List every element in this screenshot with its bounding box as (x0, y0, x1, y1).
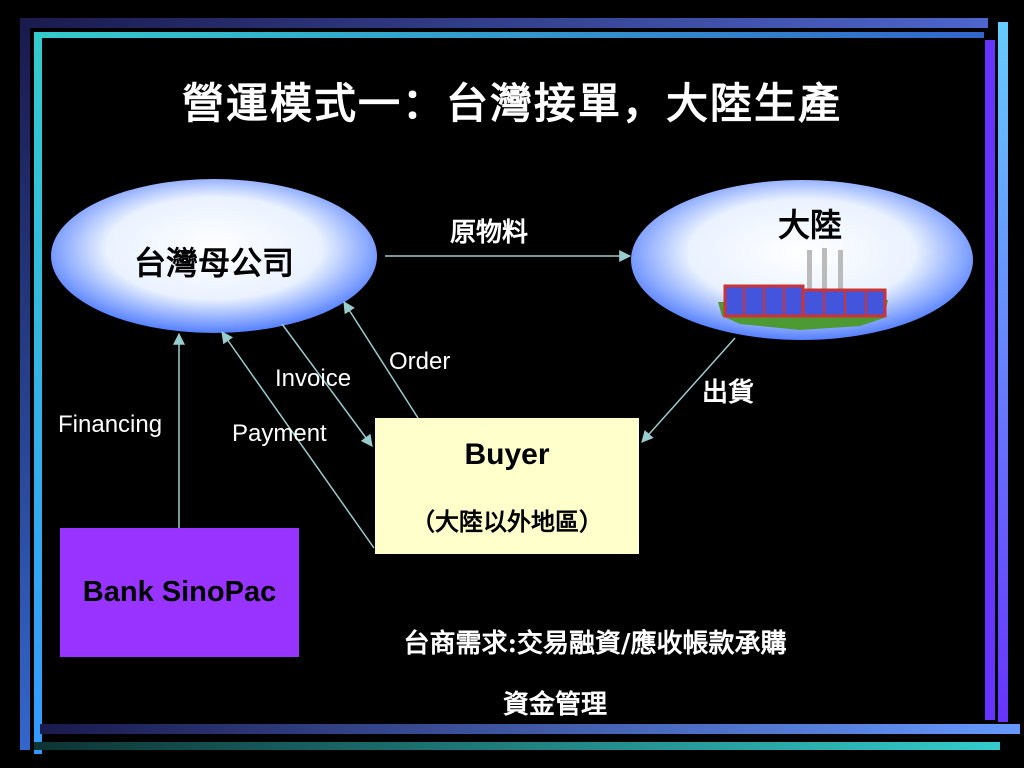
slide-title: 營運模式一：台灣接單，大陸生產 (181, 79, 842, 128)
shipment-label: 出貨 (702, 378, 755, 408)
buyer-region: （大陸以外地區） (411, 507, 603, 536)
financing-label: Financing (58, 411, 163, 438)
bank-sinopac-box: Bank SinoPac (60, 528, 299, 657)
frame-left-bar (20, 28, 30, 750)
order-label: Order (389, 348, 451, 375)
bank-sinopac-label: Bank SinoPac (82, 576, 277, 608)
frame-right-bar (985, 40, 995, 720)
payment-label: Payment (232, 420, 327, 447)
raw-materials-label: 原物料 (450, 218, 529, 248)
frame-left-bar-inner (34, 32, 42, 754)
taiwan-parent-label: 台灣母公司 (133, 244, 294, 282)
frame-right-bar-outer (998, 22, 1008, 722)
shipment-arrow (641, 337, 736, 443)
footer-line-2: 資金管理 (502, 690, 607, 720)
taiwan-parent-ellipse (51, 179, 377, 333)
footer-line-1: 台商需求:交易融資/應收帳款承購 (403, 629, 787, 659)
invoice-arrow (281, 323, 373, 447)
factory-icon (718, 248, 888, 330)
frame-top-bar-inner (34, 32, 984, 38)
buyer-name: Buyer (464, 438, 550, 471)
invoice-label: Invoice (275, 365, 352, 392)
mainland-ellipse (631, 180, 973, 340)
frame-top-bar (20, 18, 988, 28)
frame-bottom-bar-outer (34, 742, 1000, 750)
payment-arrow (221, 331, 375, 549)
mainland-label: 大陸 (777, 206, 842, 244)
order-arrow (343, 300, 419, 419)
buyer-box: Buyer （大陸以外地區） (375, 418, 639, 554)
frame-bottom-bar (40, 724, 1020, 734)
